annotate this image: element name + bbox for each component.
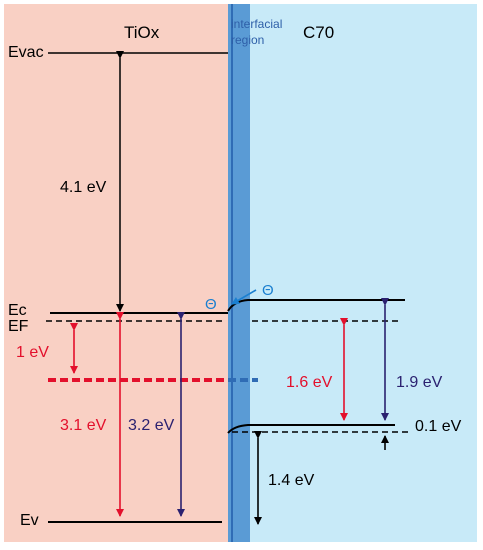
- ef-label: EF: [8, 318, 29, 335]
- gap-1-4-label: 1.4 eV: [268, 472, 315, 489]
- c70-title: C70: [303, 23, 334, 42]
- gap-1-6-label: 1.6 eV: [286, 374, 333, 391]
- interfacial-label-line1: interfacial: [231, 17, 282, 31]
- ev-label: Ev: [20, 512, 39, 529]
- tiox-region: [4, 4, 228, 542]
- gap-1-label: 1 eV: [16, 344, 49, 361]
- gap-1-9-label: 1.9 eV: [396, 374, 443, 391]
- electron-icon-left: Θ: [205, 296, 217, 313]
- gap-4-1-label: 4.1 eV: [60, 179, 107, 196]
- evac-label: Evac: [8, 44, 44, 61]
- ec-label: Ec: [8, 302, 27, 319]
- gap-3-2-label: 3.2 eV: [128, 417, 175, 434]
- gap-0-1-label: 0.1 eV: [415, 418, 462, 435]
- tiox-title: TiOx: [124, 23, 160, 42]
- homo-level-c70: [227, 424, 395, 434]
- c70-region: [250, 4, 477, 542]
- electron-transfer-arrow: [231, 289, 257, 305]
- electron-icon-right: Θ: [262, 282, 274, 299]
- gap-3-1-label: 3.1 eV: [60, 417, 107, 434]
- interfacial-region: [228, 4, 250, 542]
- interfacial-label-line2: region: [231, 33, 264, 47]
